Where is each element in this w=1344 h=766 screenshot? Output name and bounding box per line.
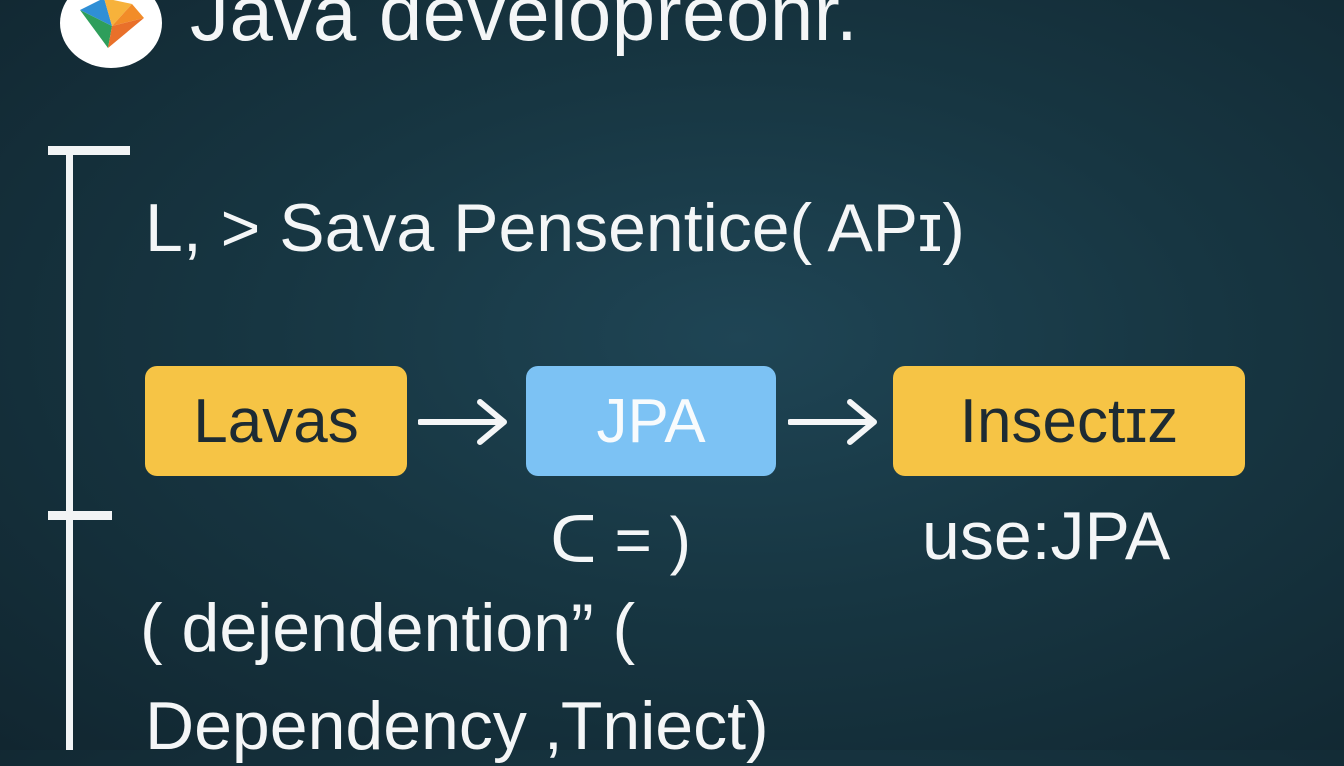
page-title: Java developreonr.	[190, 0, 859, 57]
right-arrow-icon	[418, 396, 510, 448]
timeline-vertical-line	[66, 150, 73, 750]
timeline-tick-top	[48, 146, 130, 155]
diamond-logo-icon	[80, 0, 144, 48]
dependency-injection-line: Dependency ‚Tniect)	[145, 688, 769, 764]
flow-box-label: Insectɪz	[959, 386, 1179, 456]
flow-box-label: JPA	[596, 386, 706, 456]
flow-box-jpa: JPA	[526, 366, 776, 476]
right-arrow-icon	[788, 396, 880, 448]
use-caption: use:JPA	[922, 498, 1171, 574]
timeline-tick-middle	[48, 511, 112, 520]
symbol-caption: ᑕ = )	[550, 504, 691, 576]
flow-box-label: Lavas	[193, 386, 359, 456]
section-heading: L, > Sava Pensentice( APɪ)	[145, 190, 965, 266]
flow-box-insectiz: Insectɪz	[893, 366, 1245, 476]
app-logo	[60, 0, 162, 68]
dejendention-line: ( dejendention” (	[140, 590, 636, 666]
flow-box-lavas: Lavas	[145, 366, 407, 476]
